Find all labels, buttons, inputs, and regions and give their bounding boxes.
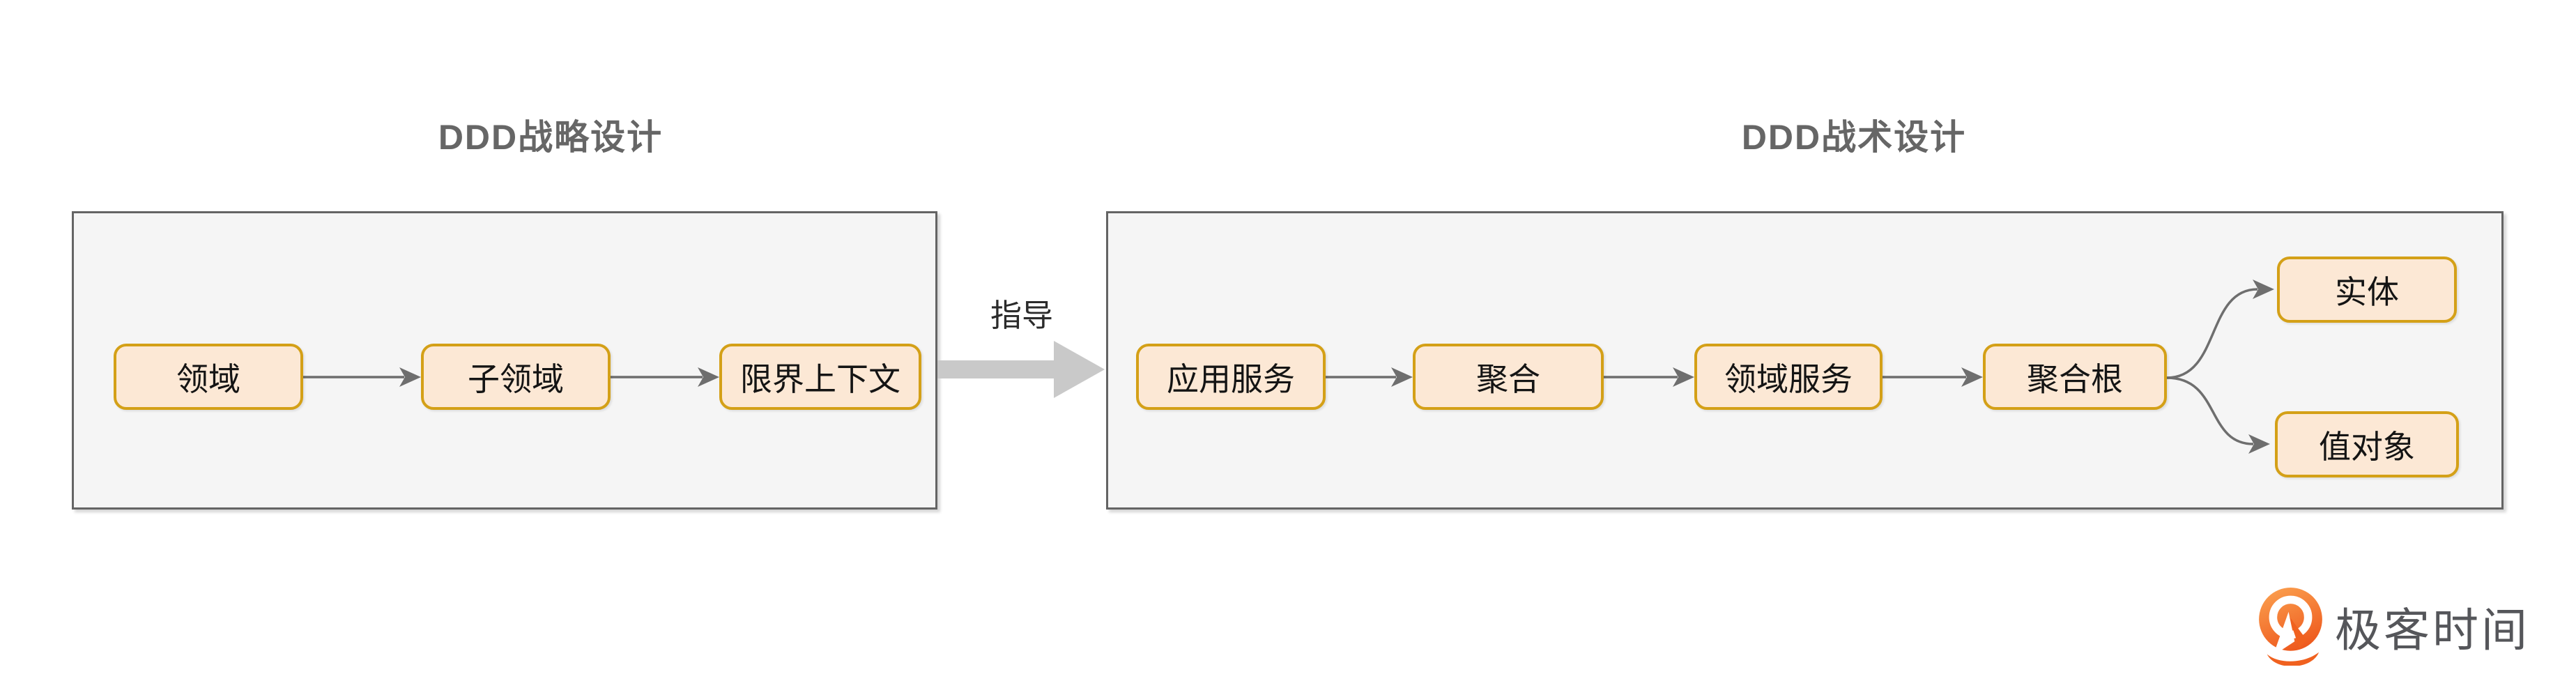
geektime-pin-icon [2259, 588, 2322, 666]
strategic-design-title: DDD战略设计 [438, 118, 664, 157]
guide-arrow [937, 341, 1105, 398]
node-bounded-context: 限界上下文 [719, 344, 921, 410]
geektime-logo-text: 极客时间 [2335, 604, 2530, 656]
tactical-design-title: DDD战术设计 [1741, 118, 1967, 157]
node-domain-service: 领域服务 [1694, 344, 1883, 410]
node-aggregate-root: 聚合根 [1983, 344, 2167, 410]
geektime-logo: 极客时间 [2257, 588, 2550, 670]
node-domain: 领域 [114, 344, 303, 410]
node-entity: 实体 [2277, 257, 2457, 323]
node-application-service: 应用服务 [1136, 344, 1326, 410]
guide-arrow-label: 指导 [990, 298, 1053, 333]
node-value-object: 值对象 [2275, 411, 2459, 477]
node-aggregate: 聚合 [1413, 344, 1604, 410]
node-subdomain: 子领域 [421, 344, 611, 410]
